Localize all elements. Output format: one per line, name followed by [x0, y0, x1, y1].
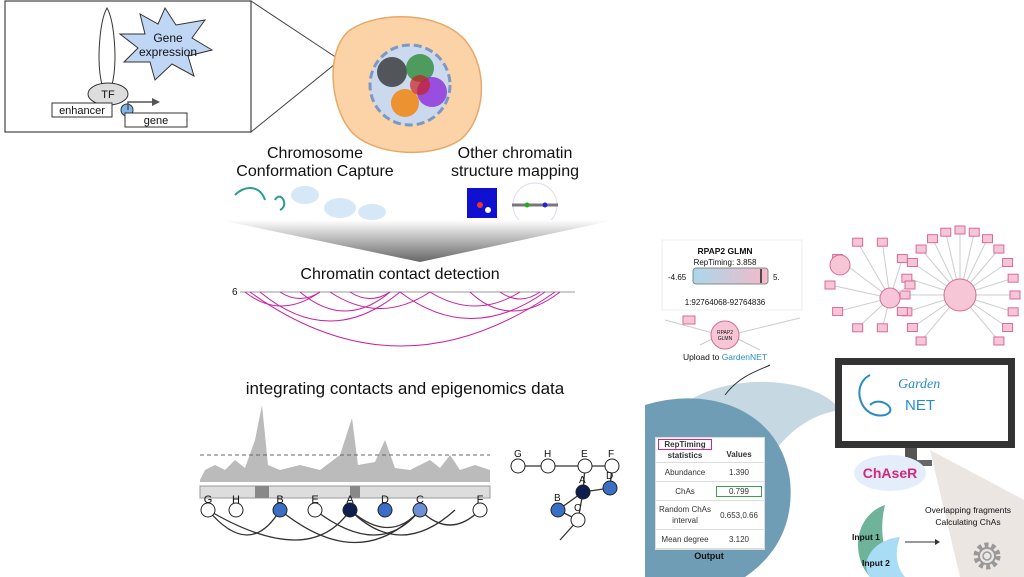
node-G	[510, 458, 526, 474]
node-label: C	[574, 503, 581, 514]
node-E	[307, 502, 323, 518]
node-label: A	[579, 475, 586, 486]
cell-nucleus-illustration	[332, 15, 483, 154]
color-scale-bar	[692, 267, 769, 285]
header-values: Values	[726, 450, 752, 459]
node-label: E	[581, 449, 588, 460]
node-B	[550, 502, 566, 518]
tooltip-value: RepTiming: 3.858	[694, 258, 757, 267]
scale-min: -4.65	[668, 273, 687, 282]
node-tooltip: RPAP2 GLMN RepTiming: 3.858 -4.65 5. 1:9…	[661, 239, 803, 362]
node-label: H	[232, 494, 240, 506]
gene-expression-label: Gene	[153, 31, 183, 45]
gear-icon	[973, 542, 1001, 570]
table-row: Abundance 1.390	[656, 463, 764, 482]
ccc-steps-illustration	[234, 186, 386, 220]
row-name: ChAs	[675, 486, 695, 496]
svg-text:GLMN: GLMN	[718, 336, 733, 342]
small-network	[518, 465, 613, 541]
node-D	[602, 480, 618, 496]
contact-arc-plot	[240, 291, 575, 347]
node-label: E	[311, 494, 318, 506]
node-C	[412, 502, 428, 518]
tooltip-title: RPAP2 GLMN	[697, 246, 752, 256]
node-A	[342, 502, 358, 518]
node-label: C	[416, 494, 424, 506]
gene-expression-label: expression	[139, 45, 197, 59]
table-row: Mean degree 3.120	[656, 530, 764, 549]
gene-regulation-inset: Gene expression TF enhancer gene	[4, 0, 341, 134]
row-value: 0.799	[716, 485, 762, 497]
row-value: 3.120	[728, 534, 750, 544]
header-statistics: statistics	[667, 451, 703, 460]
node-C	[570, 512, 586, 528]
header-reptiming: RepTiming	[658, 439, 712, 450]
row-value: 0.653,0.66	[720, 510, 758, 520]
gardennet-network	[824, 225, 1021, 346]
node-F	[604, 458, 620, 474]
monitor-illustration: Garden NET	[835, 358, 1015, 466]
ccc-title: Chromosome	[267, 145, 363, 162]
node-label: D	[381, 494, 389, 506]
node-label: A	[346, 494, 354, 506]
row-name: Abundance	[664, 467, 706, 477]
node-label: G	[204, 494, 213, 506]
chaser-step: Overlapping fragments	[925, 505, 1011, 515]
node-arc-diagram	[207, 509, 481, 544]
output-table: RepTiming statistics Values Abundance 1.3…	[655, 437, 765, 550]
node-G	[200, 502, 216, 518]
node-H	[540, 458, 556, 474]
gene-label: gene	[144, 115, 168, 127]
table-row: ChAs 0.799	[656, 482, 764, 501]
node-label: B	[276, 494, 283, 506]
node-F	[472, 502, 488, 518]
scale-max: 5.	[773, 273, 780, 282]
gardennet-logo-icon	[858, 374, 892, 417]
integration-title: integrating contacts and epigenomics dat…	[246, 379, 565, 398]
chromatin-loop-icon	[98, 7, 116, 86]
upload-text: Upload to GardenNET	[683, 352, 767, 362]
row-value: 1.390	[728, 467, 750, 477]
node-label: G	[514, 449, 522, 460]
tooltip-coords: 1:92764068-92764836	[685, 298, 766, 307]
other-mapping-title: structure mapping	[451, 163, 579, 180]
node-label: F	[477, 494, 484, 506]
input-2-shape	[866, 537, 905, 577]
output-label: Output	[694, 551, 724, 561]
track-number: 6	[232, 287, 238, 298]
node-label: F	[608, 449, 614, 460]
gene-expression-star-icon	[118, 6, 214, 81]
epigenomic-signal-track	[199, 405, 491, 499]
chaser-step: Calculating ChAs	[935, 517, 1000, 527]
node-label: H	[544, 449, 551, 460]
node-E	[577, 458, 593, 474]
row-name: Mean degree	[661, 534, 709, 544]
chaser-label: ChAseR	[863, 465, 917, 481]
input-1-label: Input 1	[852, 532, 880, 542]
small-network-nodes: G H E F A D B C	[510, 449, 620, 528]
node-label: B	[554, 493, 561, 504]
logo-text: NET	[905, 397, 935, 414]
node-D	[377, 502, 393, 518]
gardennet-link[interactable]: GardenNET	[722, 352, 767, 362]
node-B	[272, 502, 288, 518]
ccc-title: Conformation Capture	[236, 163, 394, 180]
other-mapping-title: Other chromatin	[458, 145, 573, 162]
funnel-shape	[220, 220, 615, 262]
input-2-label: Input 2	[862, 558, 890, 568]
tf-label: TF	[101, 89, 115, 101]
node-A	[575, 484, 591, 500]
svg-text:RPAP2: RPAP2	[717, 330, 733, 336]
node-H	[228, 502, 244, 518]
node-label: D	[606, 471, 613, 482]
contact-detection-title: Chromatin contact detection	[300, 266, 499, 283]
enhancer-label: enhancer	[59, 105, 105, 117]
logo-text: Garden	[898, 377, 940, 392]
